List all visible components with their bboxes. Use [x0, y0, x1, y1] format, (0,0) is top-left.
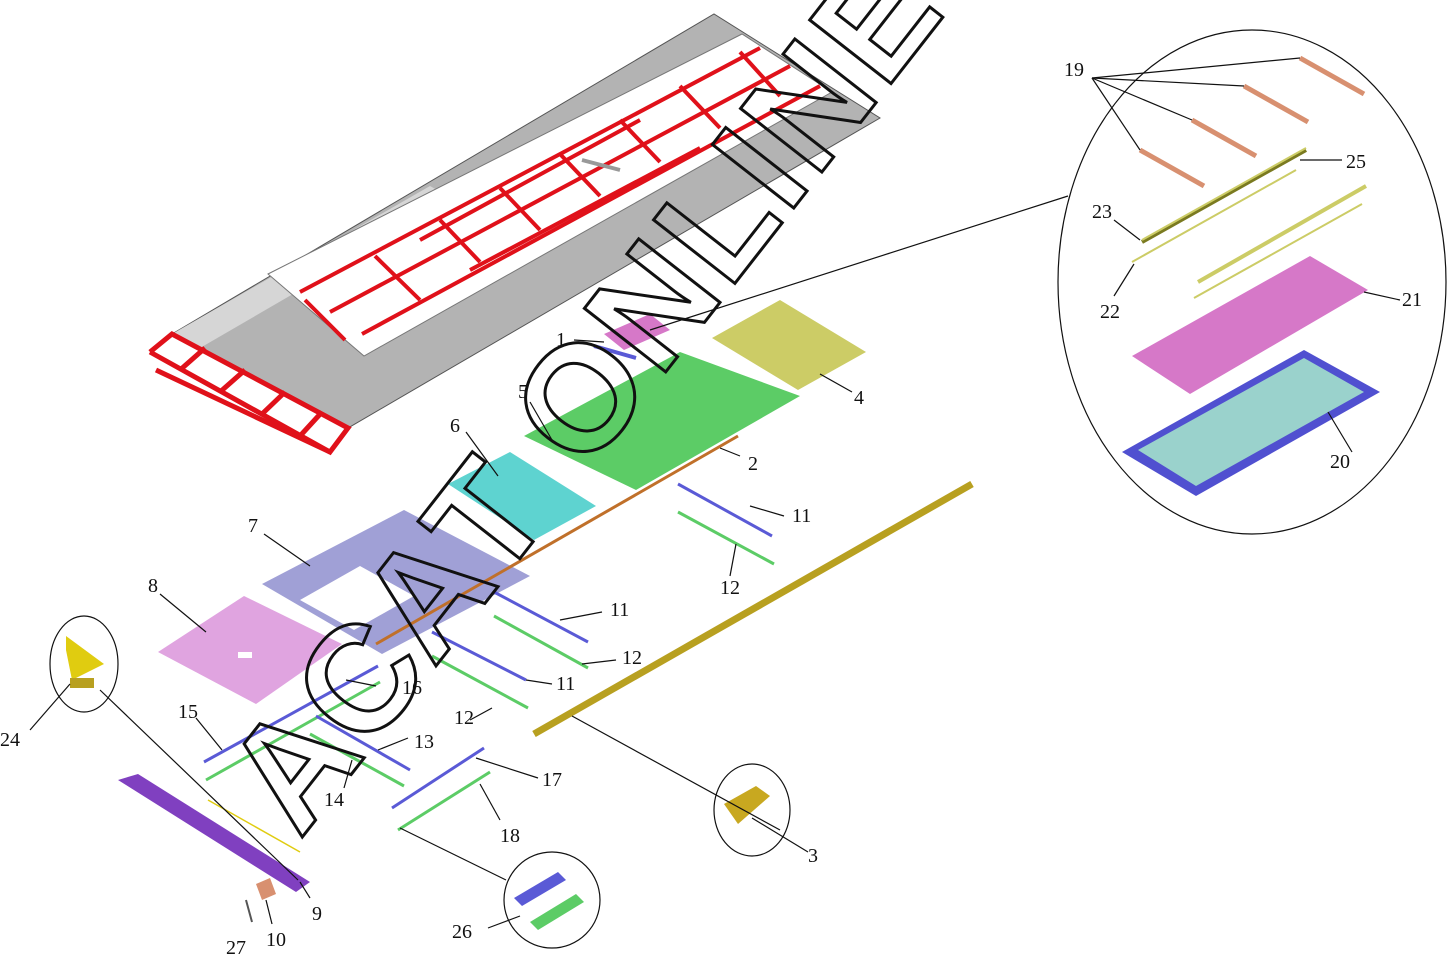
part-15-strip — [203, 664, 379, 764]
part-3-section — [724, 786, 770, 824]
part-24-bracket — [66, 636, 104, 680]
part-8-slot — [238, 652, 252, 658]
callout-11b: 11 — [610, 599, 629, 621]
part-25-bar — [1141, 148, 1307, 244]
callout-6: 6 — [450, 415, 460, 437]
part-11-strip-c — [431, 630, 527, 682]
part-17-strip — [391, 746, 485, 810]
part-22-bar-a — [1131, 169, 1297, 263]
callout-15: 15 — [178, 701, 198, 723]
part-20-glass — [1138, 358, 1364, 486]
part-3-rail — [532, 480, 974, 738]
roof-frame — [299, 46, 821, 342]
callout-18: 18 — [500, 825, 520, 847]
callout-4: 4 — [854, 387, 864, 409]
detail-3-circle — [713, 763, 791, 857]
part-26-blue — [514, 872, 566, 906]
part-12-strip-c — [431, 654, 529, 710]
callout-25: 25 — [1346, 151, 1366, 173]
callout-20: 20 — [1330, 451, 1350, 473]
callout-26: 26 — [452, 921, 472, 943]
callout-9: 9 — [312, 903, 322, 925]
part-11-strip-b — [493, 590, 589, 644]
callout-11c: 11 — [556, 673, 575, 695]
callout-8: 8 — [148, 575, 158, 597]
part-7-panel — [262, 510, 530, 654]
callout-12c: 12 — [454, 707, 474, 729]
part-7-cutout — [300, 566, 414, 630]
part-8-panel — [158, 596, 342, 704]
callout-27: 27 — [226, 937, 246, 959]
part-24-foot — [70, 678, 94, 688]
callout-24: 24 — [0, 729, 20, 751]
part-5-panel — [524, 352, 800, 490]
part-16-strip — [205, 680, 381, 782]
callout-14: 14 — [324, 789, 344, 811]
callout-16: 16 — [402, 677, 422, 699]
part-1-strip — [593, 344, 637, 360]
part-12-strip-b — [493, 614, 589, 670]
callout-2: 2 — [748, 453, 758, 475]
part-9-profile — [118, 774, 310, 892]
part-14-strip — [309, 732, 405, 788]
callout-1: 1 — [556, 329, 566, 351]
part-27-pin — [245, 899, 253, 923]
part-23-bar — [1141, 147, 1307, 241]
part-18-strip — [397, 770, 491, 832]
roof-assembly — [148, 13, 881, 456]
callout-12a: 12 — [720, 577, 740, 599]
callout-22: 22 — [1100, 301, 1120, 323]
callout-13: 13 — [414, 731, 434, 753]
callout-10: 10 — [266, 929, 286, 951]
leader-lines — [29, 57, 1401, 929]
callout-21: 21 — [1402, 289, 1422, 311]
part-2-rod — [375, 434, 739, 646]
part-11-strip-a — [677, 482, 773, 538]
callout-11a: 11 — [792, 505, 811, 527]
part-4-panel — [712, 300, 866, 390]
part-10-block — [256, 878, 276, 900]
part-6-panel — [448, 452, 596, 540]
part-26-green — [530, 894, 584, 930]
detail-26-circle — [503, 851, 601, 949]
callout-17: 17 — [542, 769, 562, 791]
callout-12b: 12 — [622, 647, 642, 669]
callout-3: 3 — [808, 845, 818, 867]
part-22-bar-c — [1193, 203, 1363, 299]
callout-7: 7 — [248, 515, 258, 537]
callout-19: 19 — [1064, 59, 1084, 81]
callout-5: 5 — [518, 381, 528, 403]
detail-window-circle — [1057, 29, 1447, 535]
part-19-sticks — [1138, 55, 1366, 189]
part-12-strip-a — [677, 510, 775, 566]
part-21-panel — [1132, 256, 1368, 394]
part-22-bar-b — [1197, 184, 1367, 284]
roof-end-frame — [148, 331, 352, 456]
part-1-panel — [604, 314, 670, 350]
roof-small-bar — [581, 158, 621, 172]
callout-23: 23 — [1092, 201, 1112, 223]
detail-24-circle — [49, 615, 119, 713]
part-13-strip — [315, 714, 411, 772]
